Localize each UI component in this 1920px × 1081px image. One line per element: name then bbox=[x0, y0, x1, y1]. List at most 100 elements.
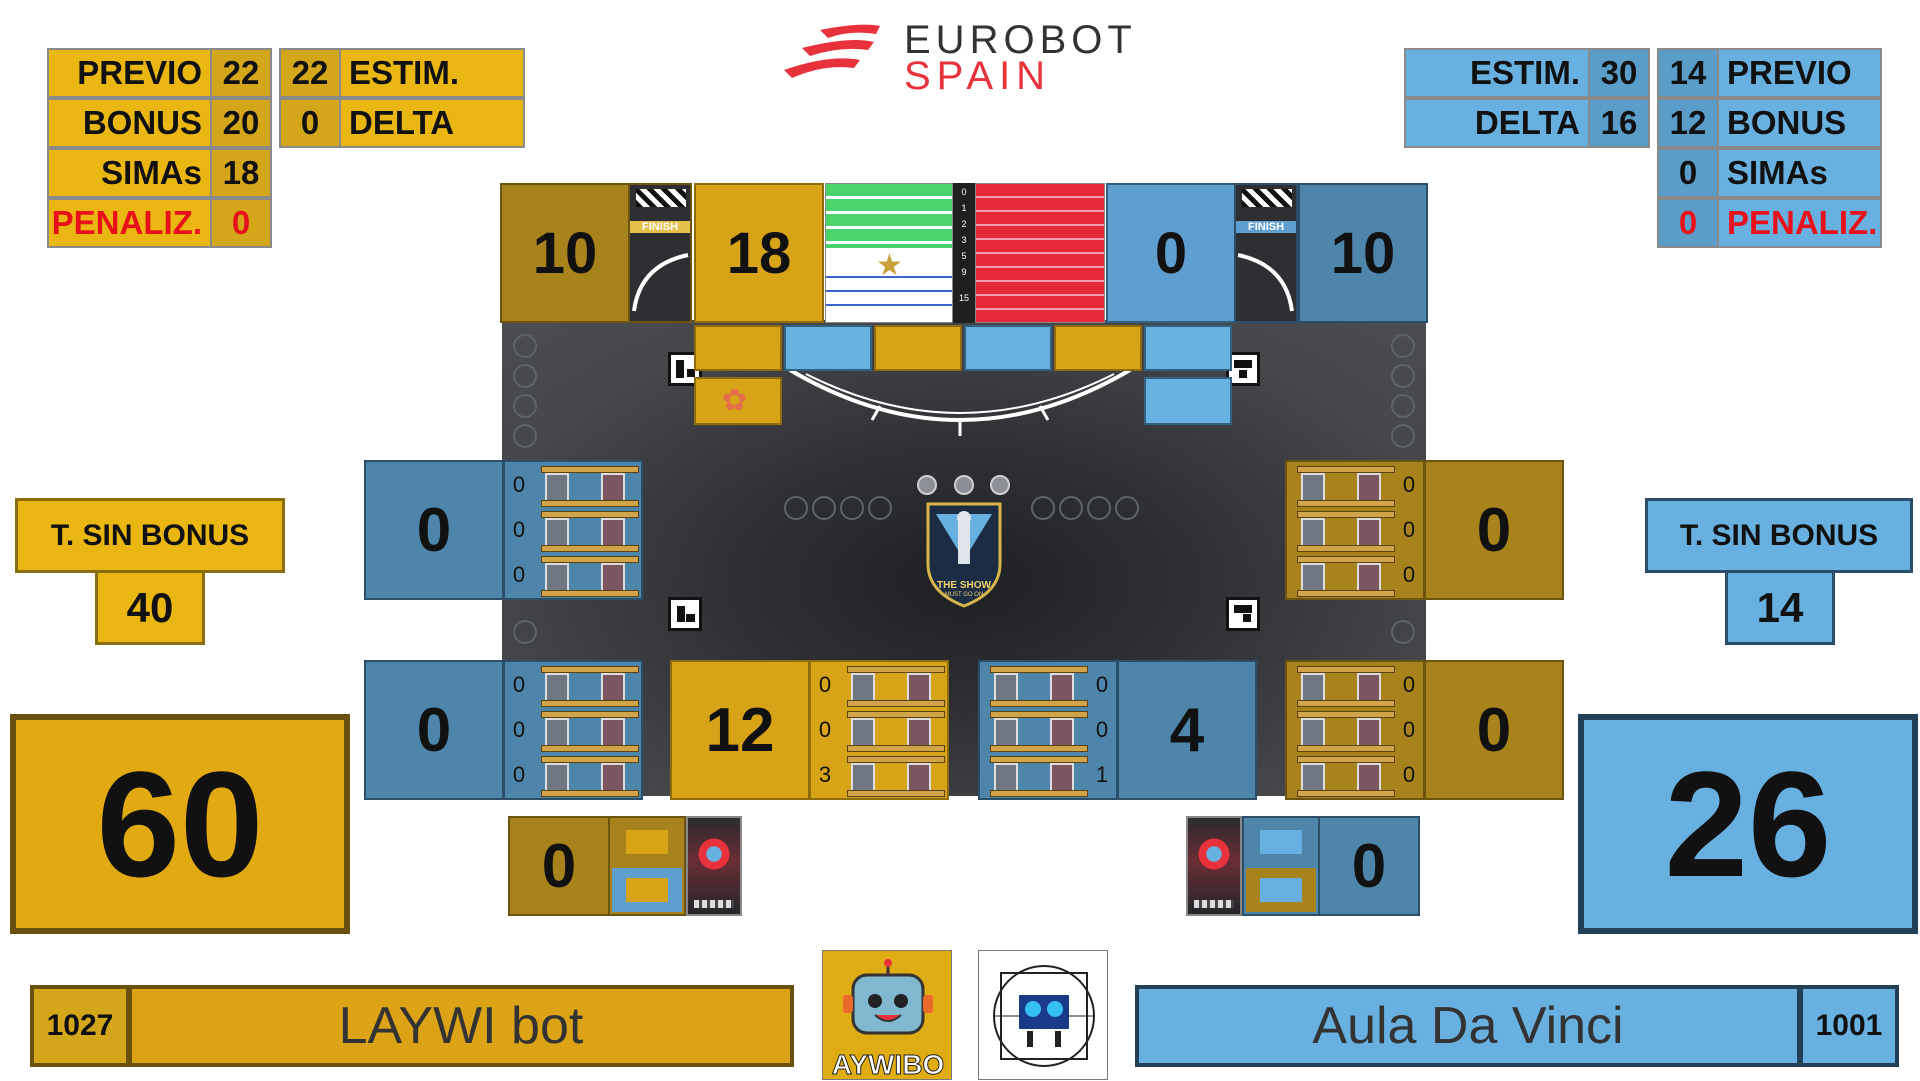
left-upper-stacks: 0 0 0 bbox=[503, 460, 643, 600]
poster-dots bbox=[694, 900, 734, 908]
can-icon bbox=[907, 763, 931, 793]
pantry-slot bbox=[784, 325, 872, 371]
plank-icon bbox=[1297, 790, 1395, 797]
blue-bin-score: 0 bbox=[1318, 816, 1420, 916]
can-icon bbox=[851, 718, 875, 748]
blue-total-score: 26 bbox=[1578, 714, 1918, 934]
can-icon bbox=[1301, 473, 1325, 503]
can-icon bbox=[601, 673, 625, 703]
stack-count: 0 bbox=[1402, 562, 1416, 587]
plank-icon bbox=[1297, 556, 1395, 563]
plank-icon bbox=[1297, 500, 1395, 507]
plank-icon bbox=[541, 545, 639, 552]
yellow-total-score: 60 bbox=[10, 714, 350, 934]
can-icon bbox=[994, 718, 1018, 748]
bin-slot bbox=[612, 820, 682, 864]
can-icon bbox=[601, 763, 625, 793]
scale-tick: 0 bbox=[961, 187, 967, 197]
gauge-line bbox=[826, 304, 952, 306]
stack-row: 0 bbox=[505, 709, 641, 754]
show-logo: THE SHOW MUST GO ON bbox=[918, 500, 1010, 608]
plank-icon bbox=[1297, 666, 1395, 673]
bin-slot-fill bbox=[626, 878, 668, 902]
can-icon bbox=[1050, 763, 1074, 793]
can-icon bbox=[1301, 673, 1325, 703]
can-icon bbox=[1357, 563, 1381, 593]
gauge-fill-yellow bbox=[826, 184, 952, 248]
plank-icon bbox=[541, 466, 639, 473]
blue-estim-value: 30 bbox=[1588, 48, 1650, 98]
left-upper-zone-score: 0 bbox=[364, 460, 504, 600]
blue-finish-zone: FINISH bbox=[1234, 183, 1298, 323]
yellow-team-name: LAYWI bot bbox=[128, 985, 794, 1067]
left-lower-stacks: 0 0 0 bbox=[503, 660, 643, 800]
plank-icon bbox=[541, 756, 639, 763]
blue-delta-label: DELTA bbox=[1404, 98, 1590, 148]
finish-arc-icon bbox=[632, 253, 689, 312]
backstage-arc bbox=[788, 368, 1132, 436]
plank-icon bbox=[541, 745, 639, 752]
brand-line2: SPAIN bbox=[904, 54, 1052, 98]
stack-count: 1 bbox=[1095, 762, 1109, 787]
concert-poster-icon bbox=[1186, 816, 1242, 916]
edge-circle bbox=[513, 394, 537, 418]
sponsor-badge-icon bbox=[990, 475, 1010, 495]
center-circle bbox=[1115, 496, 1139, 520]
yellow-previo-value: 22 bbox=[210, 48, 272, 98]
can-icon bbox=[1301, 718, 1325, 748]
blue-delta-value: 16 bbox=[1588, 98, 1650, 148]
can-icon bbox=[545, 518, 569, 548]
can-icon bbox=[851, 673, 875, 703]
plank-icon bbox=[990, 711, 1088, 718]
gauge-line bbox=[826, 290, 952, 292]
center-circle bbox=[812, 496, 836, 520]
plank-icon bbox=[990, 700, 1088, 707]
stack-count: 3 bbox=[818, 762, 832, 787]
vitruvian-logo-icon bbox=[993, 965, 1095, 1067]
blue-t-sin-bonus-label: T. SIN BONUS bbox=[1645, 498, 1913, 573]
yellow-simas-score: 18 bbox=[694, 183, 824, 323]
plank-icon bbox=[990, 666, 1088, 673]
center-circle bbox=[1059, 496, 1083, 520]
can-icon bbox=[1301, 563, 1325, 593]
blue-team-number: 1001 bbox=[1799, 985, 1899, 1067]
pantry-slot bbox=[1144, 377, 1232, 425]
yellow-bin-slots bbox=[608, 816, 686, 916]
stack-row: 0 bbox=[505, 664, 641, 709]
yellow-team-logo-text: AYWIBO bbox=[831, 1049, 945, 1081]
plank-icon bbox=[847, 700, 945, 707]
can-icon bbox=[545, 563, 569, 593]
stack-count: 0 bbox=[1095, 717, 1109, 742]
can-icon bbox=[1050, 718, 1074, 748]
stack-count: 0 bbox=[512, 762, 526, 787]
stack-count: 0 bbox=[1402, 517, 1416, 542]
robot-mascot-icon bbox=[843, 959, 933, 1035]
yellow-team-number: 1027 bbox=[30, 985, 130, 1067]
pantry-slot bbox=[1054, 325, 1142, 371]
brand-line1: EUROBOT bbox=[904, 18, 1137, 62]
center-circle bbox=[1031, 496, 1055, 520]
stack-count: 0 bbox=[1402, 672, 1416, 697]
show-logo-icon bbox=[926, 502, 1002, 608]
bin-slot-fill bbox=[626, 830, 668, 854]
star-icon: ★ bbox=[876, 249, 903, 282]
stack-row: 0 bbox=[505, 464, 641, 509]
stack-row: 0 bbox=[1287, 709, 1423, 754]
center-circle bbox=[784, 496, 808, 520]
bin-slot bbox=[612, 868, 682, 912]
bin-slot-fill bbox=[1260, 878, 1302, 902]
plank-icon bbox=[990, 756, 1088, 763]
yellow-penal-label: PENALIZ. bbox=[47, 198, 212, 248]
checkered-flag-icon bbox=[1242, 189, 1292, 207]
yellow-bonus-label: BONUS bbox=[47, 98, 212, 148]
scale-tick: 1 bbox=[961, 203, 967, 213]
stack-count: 0 bbox=[1095, 672, 1109, 697]
stack-row: 0 bbox=[1287, 554, 1423, 599]
blue-team-name: Aula Da Vinci bbox=[1135, 985, 1801, 1067]
poster-dots bbox=[1194, 900, 1234, 908]
yellow-bonus-value: 20 bbox=[210, 98, 272, 148]
stack-row: 0 bbox=[1287, 664, 1423, 709]
concert-poster-icon bbox=[686, 816, 742, 916]
stack-count: 0 bbox=[1402, 472, 1416, 497]
edge-circle bbox=[1391, 394, 1415, 418]
